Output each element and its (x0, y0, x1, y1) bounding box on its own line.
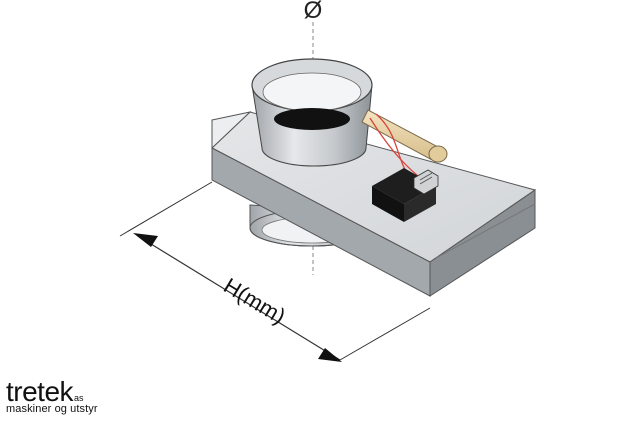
company-logo: tretekas maskiner og utstyr (6, 378, 98, 415)
sensor-connector (413, 169, 439, 195)
dimension-extension-right (339, 307, 431, 361)
logo-tagline: maskiner og utstyr (6, 403, 98, 415)
dimension-line (137, 235, 341, 361)
plate-left-flange (211, 111, 252, 150)
dimension-label: H(mm) (219, 273, 289, 329)
top-pipe (251, 58, 373, 167)
diameter-symbol: Ø (304, 0, 323, 24)
logo-suffix: as (74, 393, 84, 403)
pipe-opening (274, 108, 350, 130)
dimension-arrow-left (133, 233, 158, 247)
wire-1 (369, 117, 419, 177)
dimension-extension-left (119, 181, 213, 237)
probe-rod (361, 109, 448, 163)
logo-name: tretek (6, 376, 74, 407)
plate-right-side (429, 189, 536, 297)
dimension-arrow-right (318, 348, 342, 362)
plate-front-lip (435, 203, 536, 259)
sensor-box (372, 168, 439, 222)
